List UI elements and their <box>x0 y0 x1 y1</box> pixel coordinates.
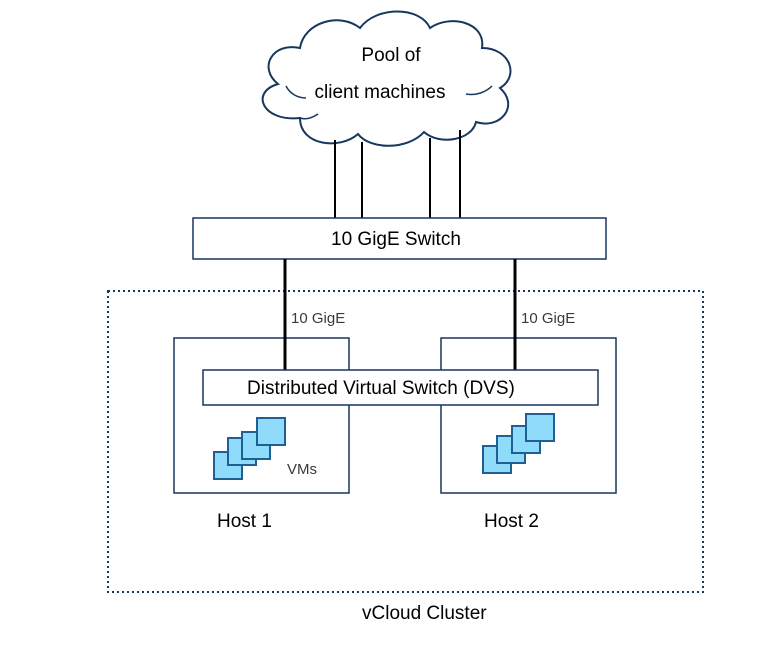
switch-downlinks <box>283 259 517 370</box>
dvs-box <box>202 369 599 406</box>
host-2-label: Host 2 <box>484 511 539 532</box>
host-1-box <box>173 337 350 494</box>
host-1-vm-stack <box>213 417 286 480</box>
dvs-label: Distributed Virtual Switch (DVS) <box>247 378 515 399</box>
vm-label: VMs <box>287 461 317 478</box>
cloud-label-line1: Pool of <box>361 45 421 66</box>
host-2-vm-stack <box>482 413 555 474</box>
host-1-label: Host 1 <box>217 511 272 532</box>
gige-switch-box <box>192 217 607 260</box>
client-pool-cloud <box>261 10 512 147</box>
right-link-label: 10 GigE <box>521 310 576 327</box>
left-link-label: 10 GigE <box>291 310 346 327</box>
gige-switch-label: 10 GigE Switch <box>331 229 461 250</box>
cluster-boundary <box>107 290 704 593</box>
cloud-label-line2: client machines <box>314 82 446 103</box>
cluster-label: vCloud Cluster <box>362 603 487 624</box>
cloud-uplinks <box>334 130 461 218</box>
